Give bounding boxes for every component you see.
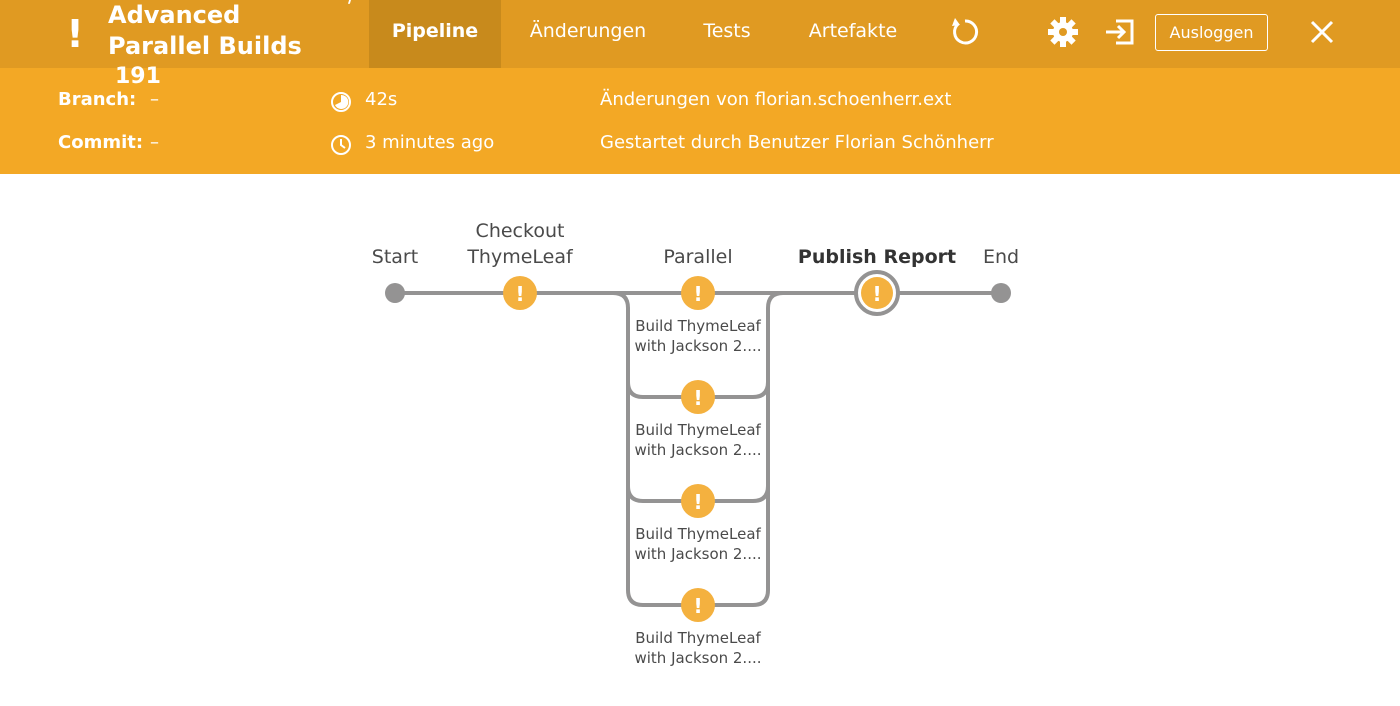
duration-value: 42s bbox=[365, 89, 398, 110]
replay-icon[interactable] bbox=[947, 14, 983, 50]
warning-icon bbox=[681, 276, 715, 310]
stage-label-start: Start bbox=[372, 246, 418, 268]
branch-label-line-2: with Jackson 2.... bbox=[634, 337, 761, 355]
branch-value: – bbox=[150, 89, 159, 110]
warning-glyph: ! bbox=[693, 282, 702, 306]
tab-pipeline[interactable]: Pipeline bbox=[369, 0, 501, 68]
warning-icon bbox=[681, 484, 715, 518]
start-node[interactable] bbox=[385, 283, 405, 303]
tab-changes[interactable]: Änderungen bbox=[529, 20, 647, 42]
clock-icon bbox=[331, 135, 351, 155]
run-number: 191 bbox=[115, 64, 161, 89]
parallel-branch[interactable]: ! Build ThymeLeaf with Jackson 2.... bbox=[634, 588, 762, 667]
warning-glyph: ! bbox=[693, 490, 702, 514]
warning-glyph: ! bbox=[515, 282, 524, 306]
changes-text: Änderungen von florian.schoenherr.ext bbox=[600, 89, 952, 110]
stage-label-checkout-2: ThymeLeaf bbox=[466, 246, 574, 268]
commit-value: – bbox=[150, 132, 159, 153]
stage-label-parallel: Parallel bbox=[663, 246, 732, 268]
warning-glyph: ! bbox=[872, 282, 881, 306]
duration-icon bbox=[331, 92, 351, 112]
stage-label-checkout-1: Checkout bbox=[476, 220, 565, 242]
commit-label: Commit: bbox=[58, 132, 144, 153]
close-icon[interactable] bbox=[1304, 14, 1340, 50]
warning-icon bbox=[861, 277, 893, 309]
warning-glyph: ! bbox=[693, 386, 702, 410]
gear-icon[interactable] bbox=[1045, 14, 1081, 50]
warning-icon bbox=[681, 380, 715, 414]
stage-label-end: End bbox=[983, 246, 1019, 268]
logout-button[interactable]: Ausloggen bbox=[1155, 14, 1268, 51]
exclamation-icon: ! bbox=[66, 12, 84, 56]
pipeline-graph: Start Checkout ThymeLeaf Parallel Publis… bbox=[372, 220, 1019, 667]
warning-icon bbox=[503, 276, 537, 310]
branch-label-line-1: Build ThymeLeaf bbox=[635, 525, 761, 543]
warning-glyph: ! bbox=[693, 594, 702, 618]
parallel-branch[interactable]: ! Build ThymeLeaf with Jackson 2.... bbox=[634, 276, 762, 355]
stage-label-publish-report: Publish Report bbox=[798, 246, 956, 268]
run-summary-bar: Branch: – Commit: – 42s 3 minutes ago Än… bbox=[0, 68, 1400, 174]
branch-label-line-1: Build ThymeLeaf bbox=[635, 317, 761, 335]
branch-label-line-1: Build ThymeLeaf bbox=[635, 629, 761, 647]
page-title[interactable]: Advanced Parallel Builds / bbox=[108, 0, 355, 62]
tab-tests[interactable]: Tests bbox=[703, 20, 751, 42]
started-by-text: Gestartet durch Benutzer Florian Schönhe… bbox=[600, 132, 994, 153]
parallel-branch[interactable]: ! Build ThymeLeaf with Jackson 2.... bbox=[634, 380, 762, 459]
started-ago: 3 minutes ago bbox=[365, 132, 495, 153]
branch-label: Branch: bbox=[58, 89, 137, 110]
branch-label-line-1: Build ThymeLeaf bbox=[635, 421, 761, 439]
stage-node-checkout[interactable]: ! bbox=[503, 276, 537, 310]
exit-icon[interactable] bbox=[1102, 14, 1138, 50]
stage-node-publish-report[interactable]: ! bbox=[854, 270, 900, 316]
branch-label-line-2: with Jackson 2.... bbox=[634, 545, 761, 563]
title-line-2: Parallel Builds bbox=[108, 32, 302, 60]
branch-label-line-2: with Jackson 2.... bbox=[634, 441, 761, 459]
warning-icon bbox=[681, 588, 715, 622]
title-line-1: Advanced bbox=[108, 1, 241, 29]
tab-artifacts[interactable]: Artefakte bbox=[808, 20, 898, 42]
end-node[interactable] bbox=[991, 283, 1011, 303]
top-bar: ! Advanced Parallel Builds / Pipeline Än… bbox=[0, 0, 1400, 68]
title-slash: / bbox=[348, 0, 355, 11]
branch-label-line-2: with Jackson 2.... bbox=[634, 649, 761, 667]
parallel-branch[interactable]: ! Build ThymeLeaf with Jackson 2.... bbox=[634, 484, 762, 563]
